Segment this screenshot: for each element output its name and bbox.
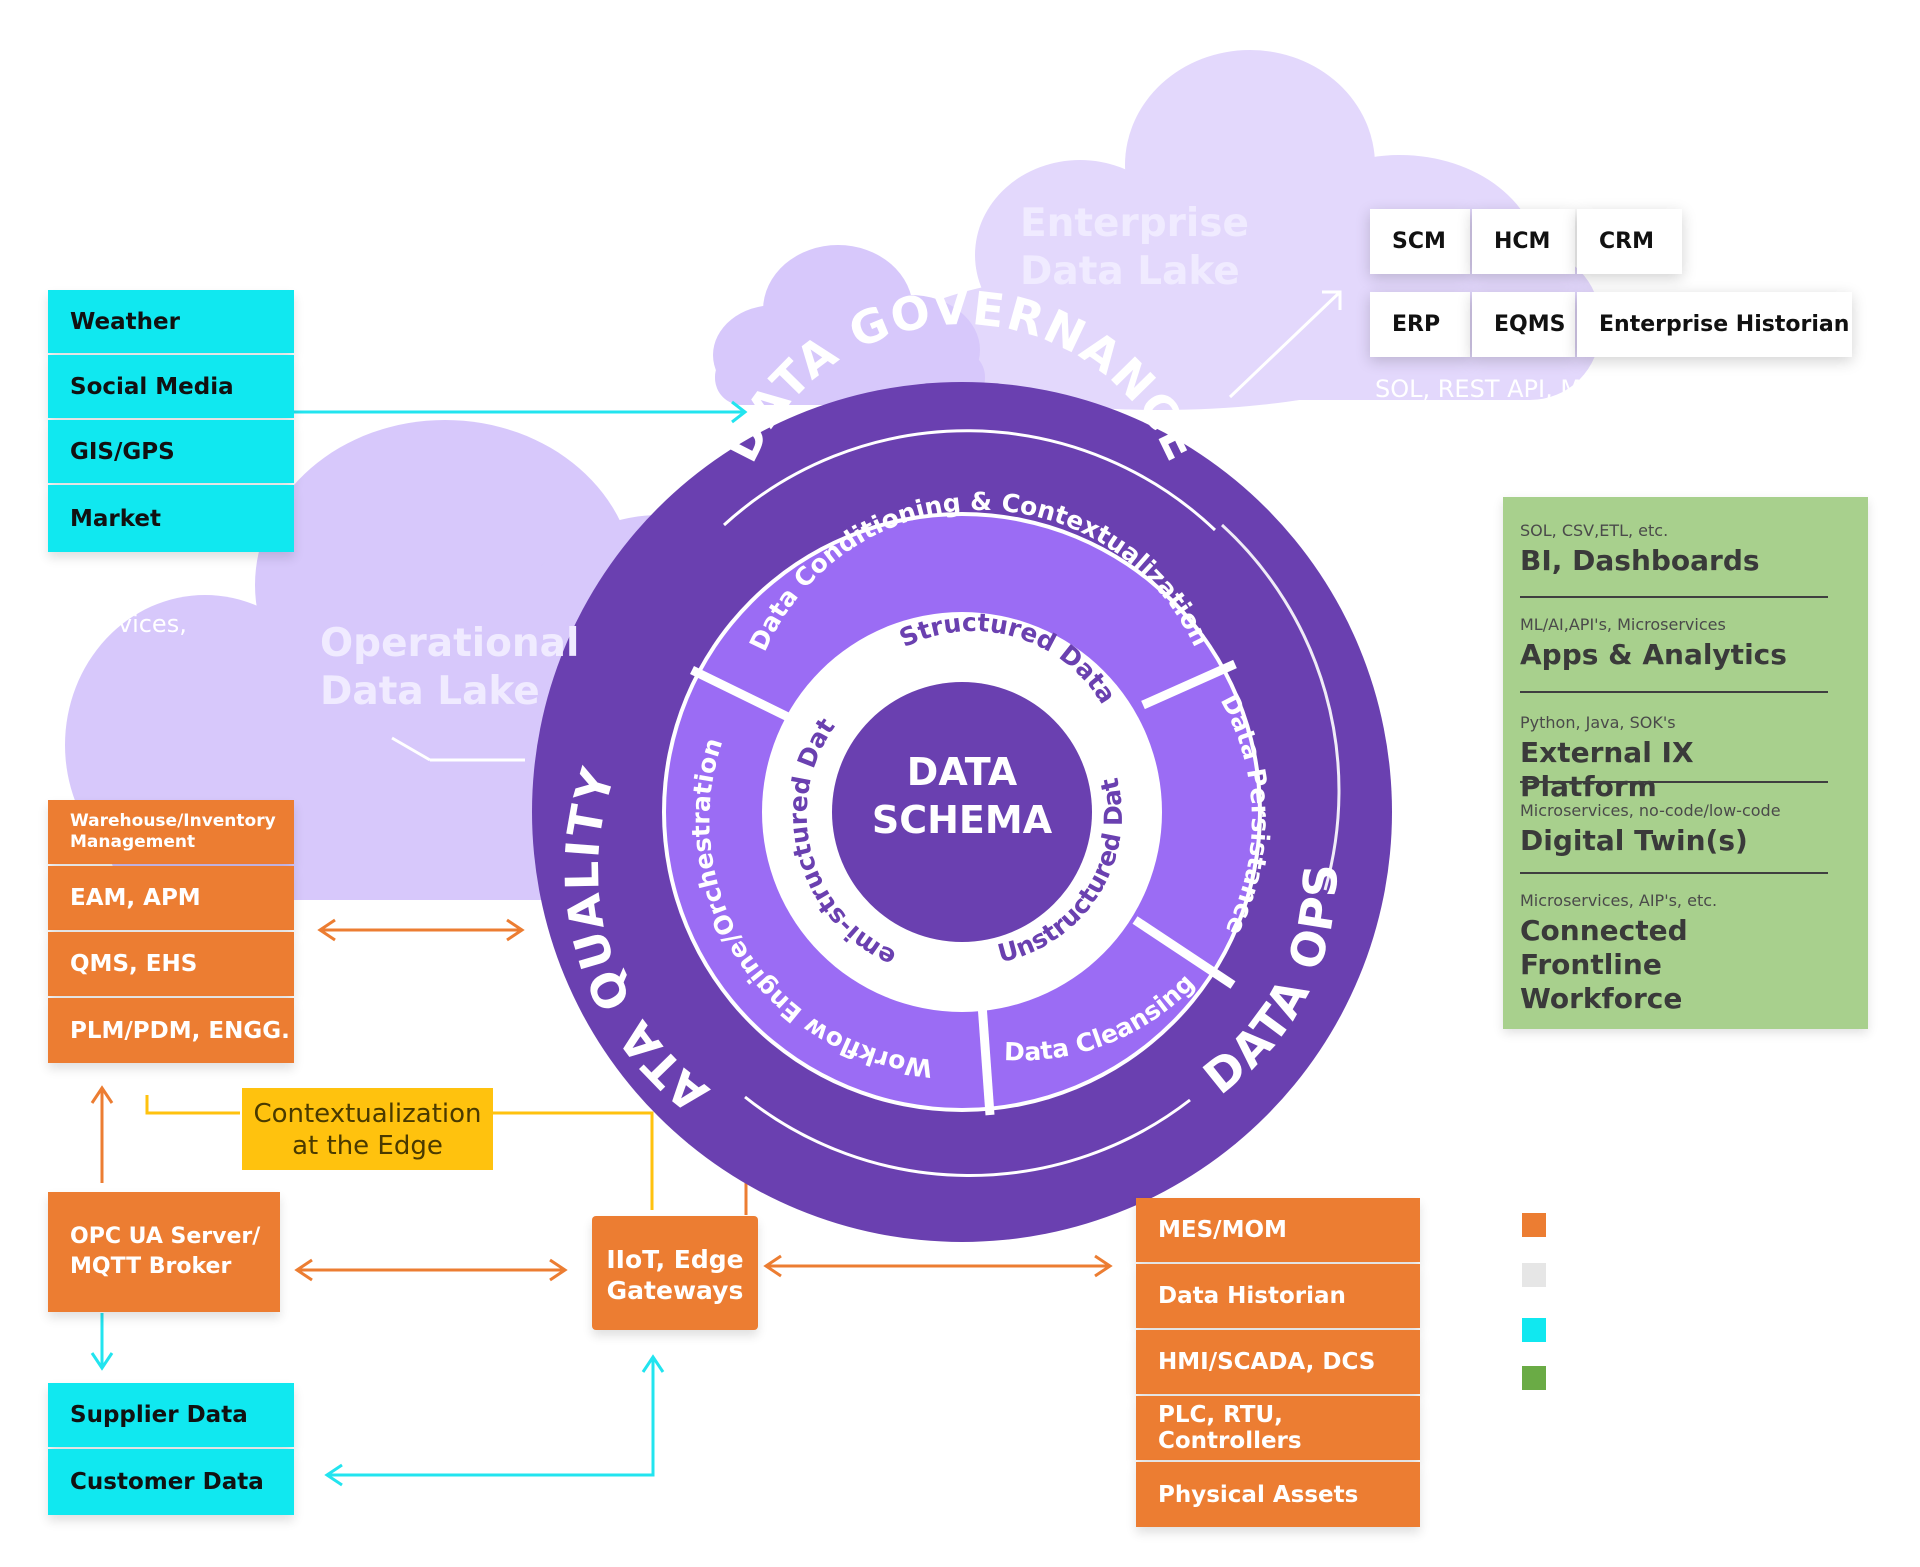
system-warehouse-inventory[interactable]: Warehouse/Inventory Management <box>48 800 294 864</box>
divider <box>1520 872 1828 874</box>
system-hcm[interactable]: HCM <box>1472 209 1575 274</box>
connectors <box>90 290 1342 1487</box>
gateway-line1: IIoT, Edge <box>606 1245 744 1274</box>
legend-swatch-gray <box>1522 1263 1546 1287</box>
consumer-external-ix[interactable]: Python, Java, SOK's External IX Platform <box>1520 713 1828 804</box>
operational-lake-title: Operational Data Lake <box>320 620 579 716</box>
source-gis-gps[interactable]: GIS/GPS <box>48 420 294 483</box>
consumer-apps-sub: ML/AI,API's, Microservices <box>1520 615 1726 634</box>
consumer-frontline-workforce[interactable]: Microservices, AIP's, etc. Connected Fro… <box>1520 891 1828 1016</box>
system-physical-assets[interactable]: Physical Assets <box>1136 1462 1420 1527</box>
customer-data[interactable]: Customer Data <box>48 1449 294 1515</box>
consumer-bi-dashboards[interactable]: SOL, CSV,ETL, etc. BI, Dashboards <box>1520 521 1828 578</box>
consumer-frontline-sub: Microservices, AIP's, etc. <box>1520 891 1718 910</box>
system-mes-mom[interactable]: MES/MOM <box>1136 1198 1420 1262</box>
gateway-line2: Gateways <box>606 1276 744 1305</box>
source-market[interactable]: Market <box>48 485 294 552</box>
operational-lake-title-line2: Data Lake <box>320 669 540 714</box>
small-cloud <box>713 245 985 405</box>
consumer-frontline-title: Connected Frontline <box>1520 914 1688 981</box>
system-data-historian[interactable]: Data Historian <box>1136 1264 1420 1328</box>
divider <box>1520 781 1828 783</box>
system-enterprise-historian[interactable]: Enterprise Historian <box>1577 292 1852 357</box>
consumers-panel: SOL, CSV,ETL, etc. BI, Dashboards ML/AI,… <box>1503 497 1868 1029</box>
consumer-twin-sub: Microservices, no-code/low-code <box>1520 801 1781 820</box>
system-eam-apm[interactable]: EAM, APM <box>48 866 294 930</box>
consumer-bi-sub: SOL, CSV,ETL, etc. <box>1520 521 1669 540</box>
legend-swatch-green <box>1522 1366 1546 1390</box>
divider <box>1520 596 1828 598</box>
wheel-center-line2: SCHEMA <box>872 798 1053 842</box>
system-scm[interactable]: SCM <box>1370 209 1470 274</box>
source-weather[interactable]: Weather <box>48 290 294 353</box>
system-qms-ehs[interactable]: QMS, EHS <box>48 932 294 996</box>
source-social-media[interactable]: Social Media <box>48 355 294 418</box>
system-crm[interactable]: CRM <box>1577 209 1682 274</box>
contextualization-line2: at the Edge <box>292 1131 443 1161</box>
system-eqms[interactable]: EQMS <box>1472 292 1575 357</box>
consumer-apps-title: Apps & Analytics <box>1520 638 1787 671</box>
system-erp[interactable]: ERP <box>1370 292 1470 357</box>
consumer-frontline-title2: Workforce <box>1520 982 1683 1015</box>
operational-protocols: rvices, <box>108 610 187 638</box>
enterprise-lake-title-line1: Enterprise <box>1020 201 1249 246</box>
opc-line1: OPC UA Server/ <box>70 1224 261 1249</box>
legend-swatch-cyan <box>1522 1318 1546 1342</box>
divider <box>1520 691 1828 693</box>
system-plc-rtu[interactable]: PLC, RTU, Controllers <box>1136 1396 1420 1460</box>
system-plm-pdm[interactable]: PLM/PDM, ENGG. <box>48 998 294 1063</box>
consumer-ix-sub: Python, Java, SOK's <box>1520 713 1676 732</box>
wheel-center-line1: DATA <box>907 750 1018 794</box>
legend-swatch-orange <box>1522 1213 1546 1237</box>
consumer-bi-title: BI, Dashboards <box>1520 544 1760 577</box>
contextualization-callout: Contextualization at the Edge <box>242 1088 493 1170</box>
enterprise-protocols: SOL, REST API, Microservices, etc <box>1375 375 1777 403</box>
consumer-ix-title: External IX Platform <box>1520 736 1694 803</box>
system-hmi-scada-dcs[interactable]: HMI/SCADA, DCS <box>1136 1330 1420 1394</box>
opc-line2: MQTT Broker <box>70 1254 232 1279</box>
contextualization-line1: Contextualization <box>253 1099 482 1129</box>
consumer-apps-analytics[interactable]: ML/AI,API's, Microservices Apps & Analyt… <box>1520 615 1828 672</box>
enterprise-lake-title: Enterprise Data Lake <box>1020 200 1249 296</box>
opc-ua-mqtt-box[interactable]: OPC UA Server/ MQTT Broker <box>48 1192 280 1312</box>
operational-lake-title-line1: Operational <box>320 621 580 666</box>
supplier-data[interactable]: Supplier Data <box>48 1383 294 1447</box>
iiot-edge-gateway[interactable]: IIoT, Edge Gateways <box>592 1216 758 1330</box>
enterprise-lake-title-line2: Data Lake <box>1020 249 1240 294</box>
enterprise-cloud <box>890 50 1600 410</box>
consumer-digital-twin[interactable]: Microservices, no-code/low-code Digital … <box>1520 801 1828 858</box>
consumer-twin-title: Digital Twin(s) <box>1520 824 1748 857</box>
